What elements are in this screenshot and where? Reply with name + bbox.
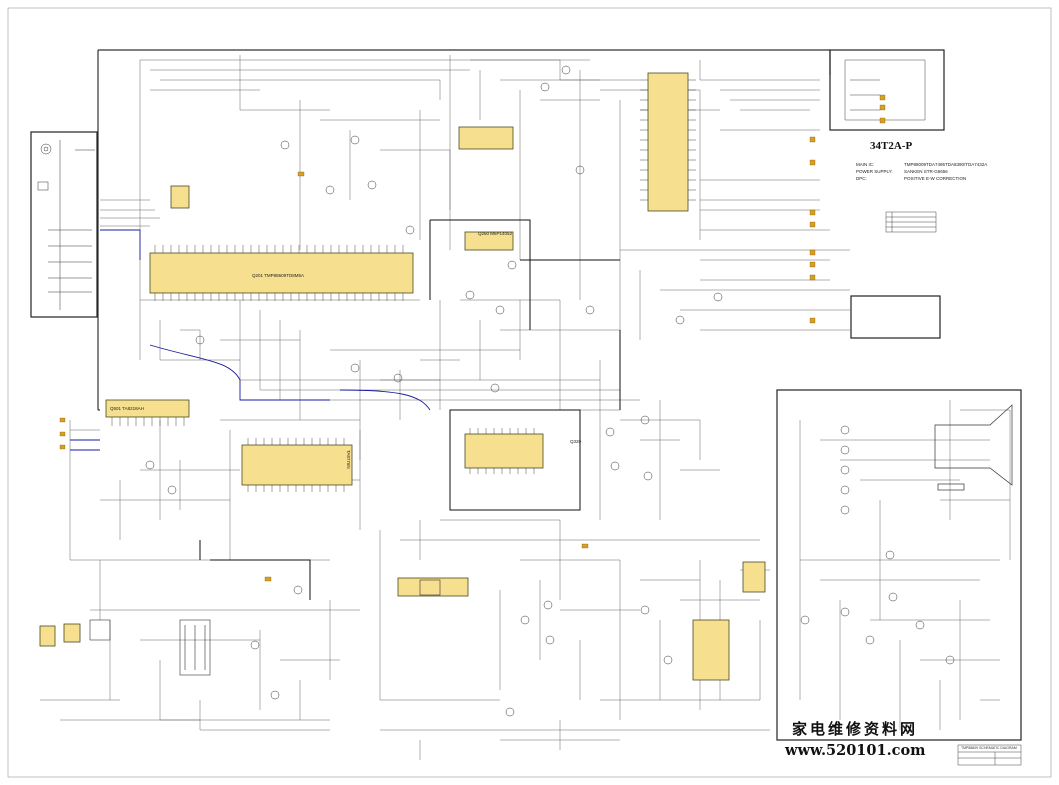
- model-number: 34T2A-P: [870, 140, 913, 152]
- thick-traces: [199, 219, 621, 600]
- spec-value-main-ic: TMP88009TDA7495TDA8390/TDA7432A: [904, 162, 988, 167]
- q501-ic: [105, 399, 190, 418]
- q260-ic: [464, 231, 514, 251]
- left-connectors: [37, 140, 95, 310]
- q301-label: TA8776N: [346, 450, 351, 469]
- ic-pins: [111, 79, 696, 492]
- watermark-url: www.520101.com: [785, 742, 926, 759]
- power-ic: [692, 619, 730, 681]
- outer-frame: [7, 7, 1052, 778]
- highlight-traces: [70, 229, 431, 451]
- left-panel-frame: [30, 131, 98, 318]
- spec-key-power-supply: POWER SUPPLY:: [856, 169, 893, 174]
- transistors: [145, 65, 955, 717]
- q260-label: Q260 M6P14052: [478, 231, 513, 236]
- chips: [39, 72, 766, 681]
- q320-label: Q320: [570, 439, 582, 444]
- title-block: [957, 744, 1022, 766]
- q320-ic: [464, 433, 544, 469]
- tuner-frame: [829, 49, 945, 131]
- jack-frame: [850, 295, 941, 339]
- sheet-title: TMP88609 SCHEMATIC DIAGRAM: [961, 746, 1017, 750]
- q301-ic: [241, 444, 353, 486]
- video-ic: [647, 72, 689, 212]
- crt-board-frame: [776, 389, 1022, 741]
- mains-connector: [39, 625, 56, 647]
- q501-label: Q501 TA8218AH: [110, 406, 144, 411]
- q201-ic: [149, 252, 414, 294]
- spec-key-main-ic: MAIN IC:: [856, 162, 875, 167]
- spec-value-power-supply: SANKEN STR-G6656: [904, 169, 948, 174]
- watermark-chinese: 家电维修资料网: [792, 720, 919, 738]
- q201-label: Q201 TMP88609TD8M5A: [252, 273, 304, 278]
- jack-block: [742, 561, 766, 593]
- mcu-small: [170, 185, 190, 209]
- main-bus: [97, 49, 831, 411]
- pads: [59, 94, 886, 582]
- spec-table: [885, 211, 937, 233]
- tuner-content: [844, 59, 926, 121]
- audio-ic: [458, 126, 514, 150]
- saw-filter: [397, 577, 469, 597]
- spec-value-dpc: POSITIVE E-W CORRECTION: [904, 176, 967, 181]
- crt-tube: [934, 404, 1013, 491]
- transformers: [89, 579, 441, 676]
- spec-key-dpc: DPC:: [856, 176, 867, 181]
- relay: [63, 623, 81, 643]
